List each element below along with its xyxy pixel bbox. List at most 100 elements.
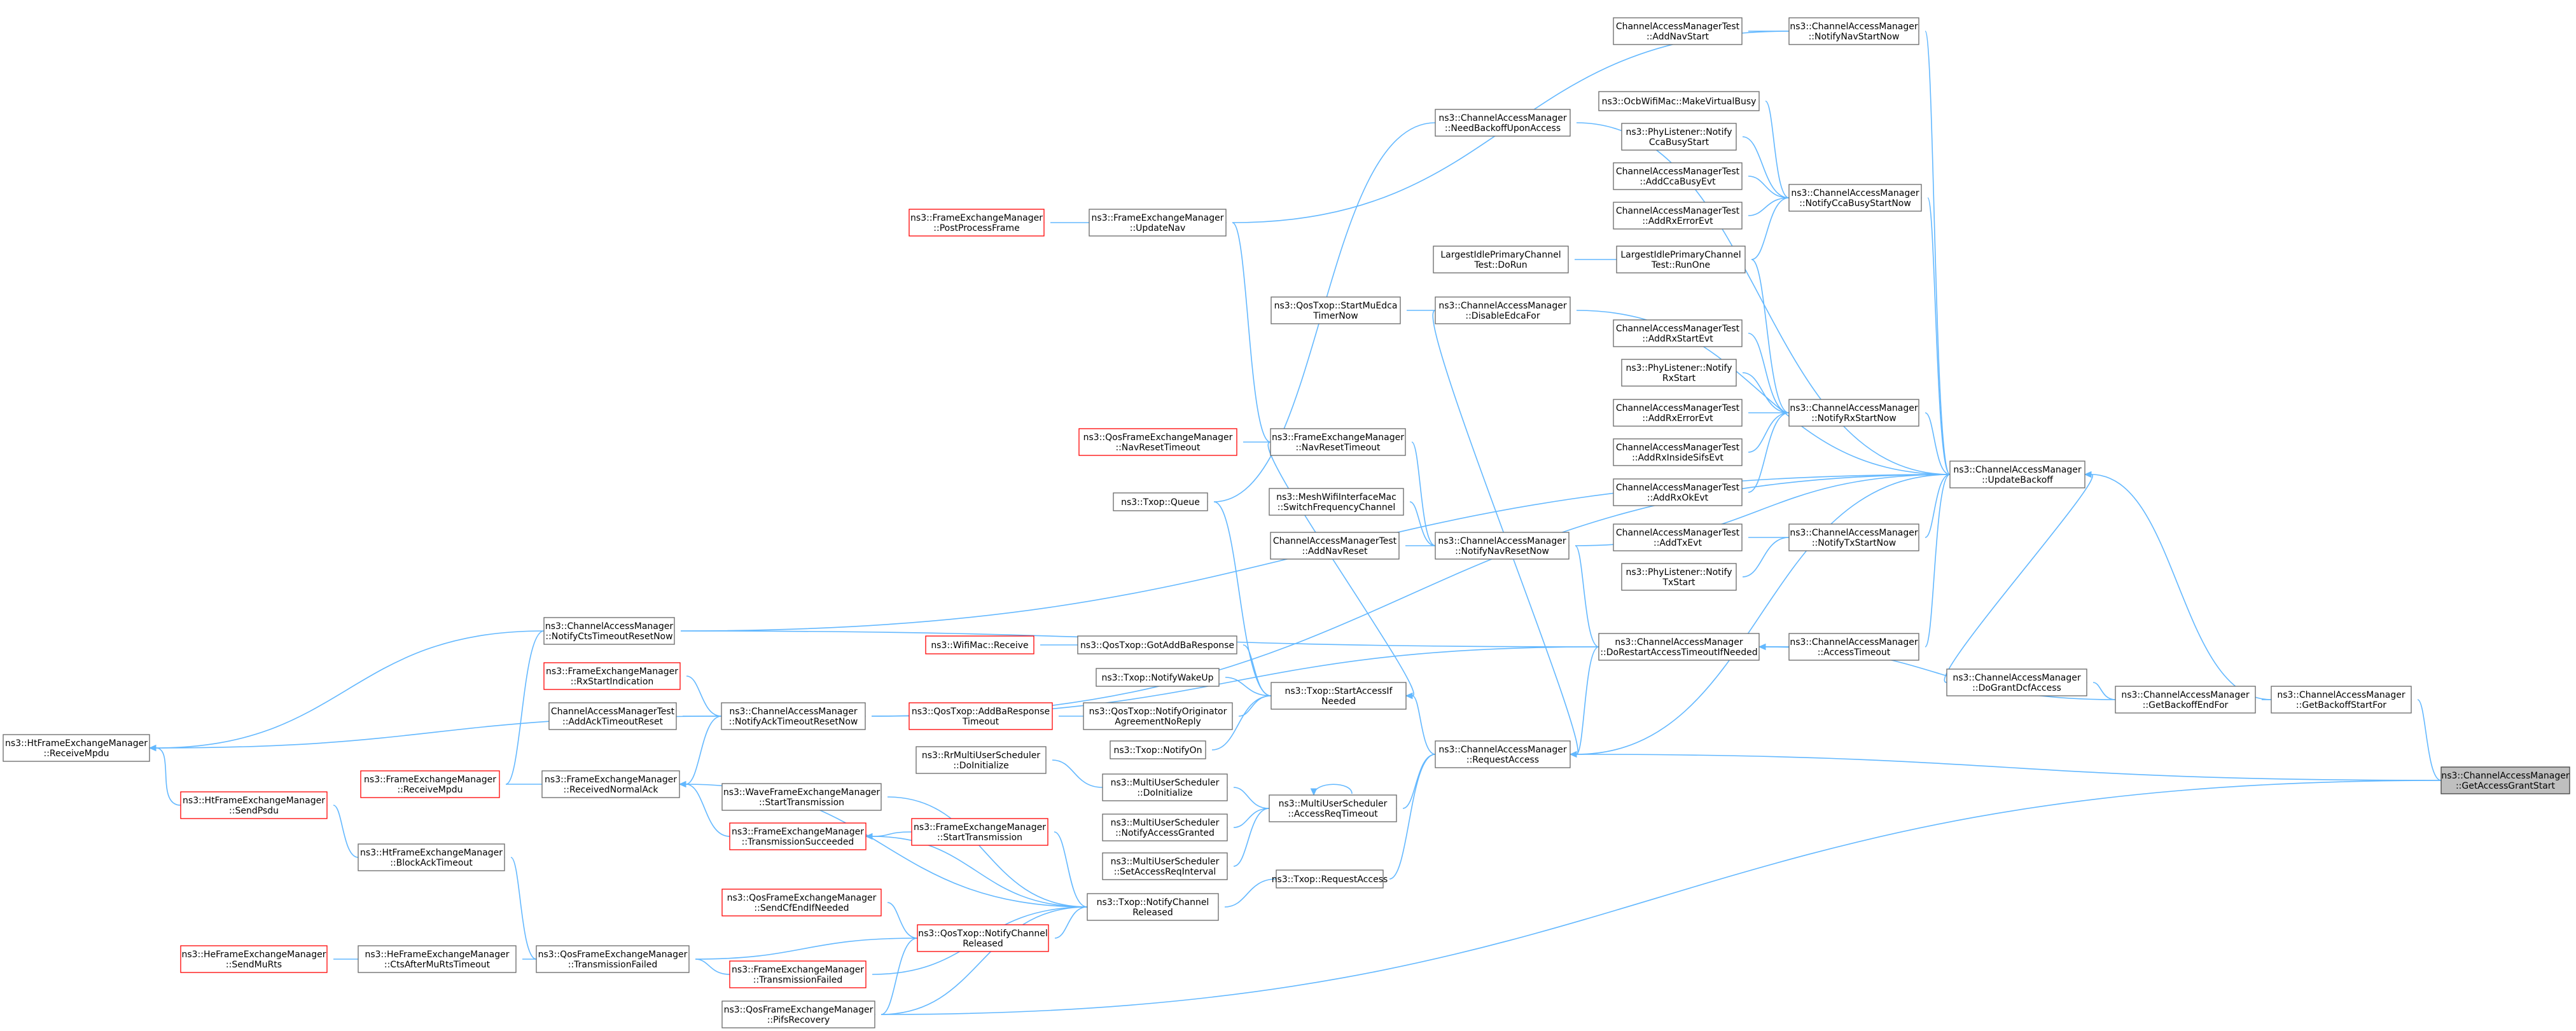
node-label-line: ns3::HtFrameExchangeManager [360, 848, 503, 858]
node-nnrn[interactable]: ns3::ChannelAccessManager::NotifyNavRese… [1435, 532, 1570, 560]
node-gbsf[interactable]: ns3::ChannelAccessManager::GetBackoffSta… [2271, 686, 2412, 714]
node-txop-no[interactable]: ns3::Txop::NotifyOn [1110, 740, 1206, 759]
node-qfem-pr[interactable]: ns3::QosFrameExchangeManager::PifsRecove… [721, 1000, 875, 1028]
node-label-line: ns3::FrameExchangeManager [364, 775, 496, 785]
node-hefem-smr[interactable]: ns3::HeFrameExchangeManager::SendMuRts [180, 945, 328, 973]
node-fem-nrt[interactable]: ns3::FrameExchangeManager::NavResetTimeo… [1270, 428, 1406, 456]
node-hfem-sp[interactable]: ns3::HtFrameExchangeManager::SendPsdu [180, 791, 328, 819]
edge-line [1925, 474, 1951, 647]
node-mus-di[interactable]: ns3::MultiUserScheduler::DoInitialize [1102, 773, 1228, 801]
node-box [1083, 702, 1233, 730]
node-label-line: ns3::ChannelAccessManager [1953, 673, 2081, 683]
node-label-line: ::ReceivedNormalAck [564, 785, 659, 795]
node-qfem-scen[interactable]: ns3::QosFrameExchangeManager::SendCfEndI… [721, 889, 882, 917]
node-qtx-gaba[interactable]: ns3::QosTxop::GotAddBaResponse [1077, 635, 1237, 654]
node-fem-ppf[interactable]: ns3::FrameExchangeManager::PostProcessFr… [909, 209, 1045, 237]
node-box [1613, 523, 1743, 551]
node-label-line: ::AddCcaBusyEvt [1640, 177, 1716, 187]
node-box [1087, 893, 1219, 921]
node-ntsn[interactable]: ns3::ChannelAccessManager::NotifyTxStart… [1788, 523, 1919, 551]
node-camt-aree2[interactable]: ChannelAccessManagerTest::AddRxErrorEvt [1613, 399, 1743, 427]
node-label-line: ns3::WaveFrameExchangeManager [723, 787, 881, 798]
node-label-line: ::SendPsdu [229, 806, 279, 816]
node-camt-arok[interactable]: ChannelAccessManagerTest::AddRxOkEvt [1613, 478, 1743, 506]
node-target[interactable]: ns3::ChannelAccessManager::GetAccessGran… [2440, 766, 2570, 794]
node-label-line: ns3::ChannelAccessManager [1790, 403, 1918, 413]
node-nbua[interactable]: ns3::ChannelAccessManager::NeedBackoffUp… [1435, 109, 1571, 137]
node-label-line: ChannelAccessManagerTest [1616, 443, 1740, 453]
node-txop-q[interactable]: ns3::Txop::Queue [1113, 492, 1208, 511]
edge-lid-dor-to-lid-ro [1561, 256, 1617, 263]
node-ra[interactable]: ns3::ChannelAccessManager::RequestAccess [1435, 740, 1571, 768]
edge-line [1925, 31, 1951, 475]
node-drat[interactable]: ns3::ChannelAccessManager::DoRestartAcce… [1598, 633, 1760, 661]
edge-line [2417, 699, 2442, 781]
edge-line [1927, 197, 1951, 475]
node-at[interactable]: ns3::ChannelAccessManager::AccessTimeout [1788, 633, 1919, 661]
node-label-line: RxStart [1662, 373, 1696, 384]
node-nrsn[interactable]: ns3::ChannelAccessManager::NotifyRxStart… [1788, 399, 1919, 427]
node-mesh[interactable]: ns3::MeshWifiInterfaceMac::SwitchFrequen… [1269, 488, 1404, 516]
node-natrn[interactable]: ns3::ChannelAccessManager::NotifyAckTime… [721, 702, 866, 730]
node-gbef[interactable]: ns3::ChannelAccessManager::GetBackoffEnd… [2115, 686, 2256, 714]
node-camt-aris[interactable]: ChannelAccessManagerTest::AddRxInsideSif… [1613, 438, 1743, 466]
node-wfem-st[interactable]: ns3::WaveFrameExchangeManager::StartTran… [721, 783, 882, 811]
node-dgdxa[interactable]: ns3::ChannelAccessManager::DoGrantDcfAcc… [1946, 668, 2087, 696]
node-pl-nts[interactable]: ns3::PhyListener::NotifyTxStart [1621, 563, 1737, 591]
node-box [1616, 246, 1746, 273]
edge-line [887, 902, 918, 939]
node-qfem-nrt[interactable]: ns3::QosFrameExchangeManager::NavResetTi… [1078, 428, 1237, 456]
node-fem-rm[interactable]: ns3::FrameExchangeManager::ReceiveMpdu [360, 770, 500, 798]
node-fem-tf[interactable]: ns3::FrameExchangeManager::TransmissionF… [729, 960, 867, 988]
node-txop-ra[interactable]: ns3::Txop::RequestAccess [1272, 869, 1388, 889]
node-label-line: ::AddAckTimeoutReset [562, 717, 663, 727]
node-fem-rxi[interactable]: ns3::FrameExchangeManager::RxStartIndica… [543, 662, 681, 690]
node-camt-arse[interactable]: ChannelAccessManagerTest::AddRxStartEvt [1613, 319, 1743, 347]
node-fem-ts[interactable]: ns3::FrameExchangeManager::TransmissionS… [729, 822, 867, 850]
node-nnsn[interactable]: ns3::ChannelAccessManager::NotifyNavStar… [1788, 17, 1919, 45]
node-fem-st[interactable]: ns3::FrameExchangeManager::StartTransmis… [911, 818, 1048, 846]
node-camt-atx[interactable]: ChannelAccessManagerTest::AddTxEvt [1613, 523, 1743, 551]
node-hefem-ca[interactable]: ns3::HeFrameExchangeManager::CtsAfterMuR… [358, 945, 517, 973]
node-camt-acbe[interactable]: ChannelAccessManagerTest::AddCcaBusyEvt [1613, 162, 1743, 190]
node-qfem-tf[interactable]: ns3::QosFrameExchangeManager::Transmissi… [536, 945, 690, 973]
edge-line [1742, 372, 1790, 413]
node-label-line: ChannelAccessManagerTest [1616, 483, 1740, 493]
edge-ocb-to-ncbsn [1752, 97, 1790, 198]
edge-txop-nwu-to-txop-sain [1212, 674, 1272, 696]
node-ub[interactable]: ns3::ChannelAccessManager::UpdateBackoff [1949, 460, 2085, 488]
node-txop-nwu[interactable]: ns3::Txop::NotifyWakeUp [1096, 668, 1220, 687]
node-fem-rna[interactable]: ns3::FrameExchangeManager::ReceivedNorma… [541, 770, 680, 798]
node-box [1110, 740, 1206, 759]
node-wm-r[interactable]: ns3::WifiMac::Receive [925, 635, 1034, 654]
node-ocb[interactable]: ns3::OcbWifiMac::MakeVirtualBusy [1598, 91, 1760, 111]
node-label-line: Released [963, 939, 1003, 949]
node-fem-un[interactable]: ns3::FrameExchangeManager::UpdateNav [1089, 209, 1227, 237]
node-ncbsn[interactable]: ns3::ChannelAccessManager::NotifyCcaBusy… [1788, 184, 1922, 212]
node-camt-aree[interactable]: ChannelAccessManagerTest::AddRxErrorEvt [1613, 202, 1743, 230]
node-hfem-bat[interactable]: ns3::HtFrameExchangeManager::BlockAckTim… [358, 843, 505, 871]
node-nctrn[interactable]: ns3::ChannelAccessManager::NotifyCtsTime… [543, 617, 675, 645]
node-box [1621, 563, 1737, 591]
node-pl-ncbs[interactable]: ns3::PhyListener::NotifyCcaBusyStart [1621, 123, 1737, 151]
node-mus-sari[interactable]: ns3::MultiUserScheduler::SetAccessReqInt… [1102, 852, 1228, 880]
node-mus-nag[interactable]: ns3::MultiUserScheduler::NotifyAccessGra… [1102, 813, 1228, 841]
node-camt-aatr[interactable]: ChannelAccessManagerTest::AddAckTimeoutR… [548, 702, 677, 730]
node-label-line: ns3::Txop::NotifyOn [1113, 745, 1202, 756]
node-label-line: CcaBusyStart [1649, 137, 1709, 148]
node-def[interactable]: ns3::ChannelAccessManager::DisableEdcaFo… [1435, 296, 1571, 324]
node-pl-nrs[interactable]: ns3::PhyListener::NotifyRxStart [1621, 359, 1737, 387]
node-mus-art[interactable]: ns3::MultiUserScheduler::AccessReqTimeou… [1269, 794, 1397, 822]
node-hfem-rm[interactable]: ns3::HtFrameExchangeManager::ReceiveMpdu [3, 734, 150, 762]
node-qtx-noa[interactable]: ns3::QosTxop::NotifyOriginatorAgreementN… [1083, 702, 1233, 730]
node-camt-anr[interactable]: ChannelAccessManagerTest::AddNavReset [1270, 532, 1400, 560]
node-rr-di[interactable]: ns3::RrMultiUserScheduler::DoInitialize [916, 746, 1047, 774]
node-camt-ans[interactable]: ChannelAccessManagerTest::AddNavStart [1613, 17, 1743, 45]
